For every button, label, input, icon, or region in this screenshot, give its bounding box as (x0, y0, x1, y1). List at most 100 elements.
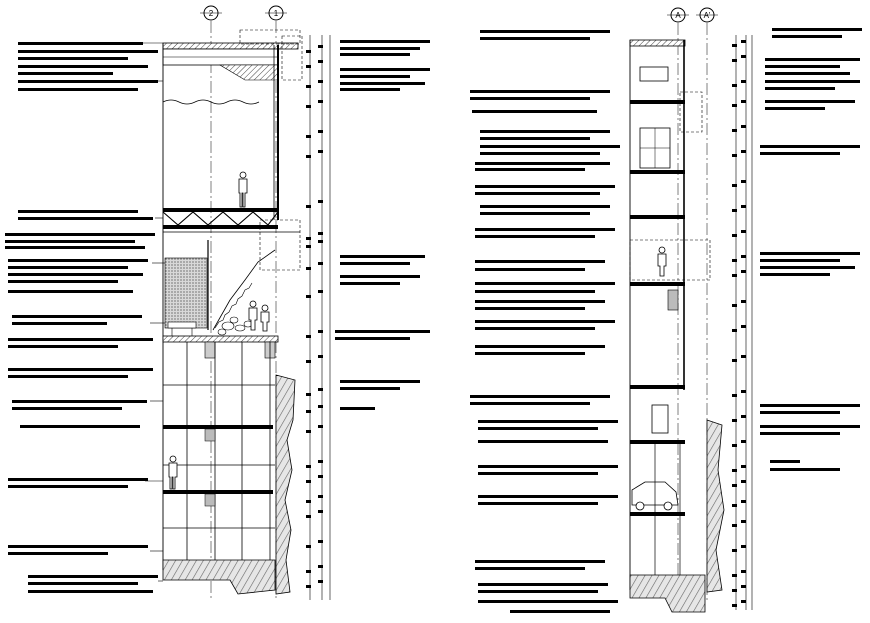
annotation-right (340, 380, 420, 383)
dimension-tick (741, 325, 746, 328)
dimension-tick (732, 394, 737, 397)
dimension-tick (306, 295, 311, 298)
masonry-wall (164, 257, 208, 329)
dimension-tick (306, 570, 311, 573)
dimension-tick (306, 155, 311, 158)
window-upper (639, 66, 669, 82)
annotation-left-right-section (480, 152, 600, 155)
annotation-left-right-section (478, 502, 598, 505)
dimension-tick (306, 267, 311, 270)
glazed-facade (163, 342, 275, 560)
grid-marker-a-prime: A' (696, 7, 718, 23)
annotation-right-right-section (760, 152, 840, 155)
dimension-tick (741, 355, 746, 358)
annotation-left (8, 259, 148, 262)
dimension-tick (318, 130, 323, 133)
person-figure-right (657, 246, 667, 277)
dimension-tick (306, 545, 311, 548)
annotation-right (340, 47, 420, 50)
annotation-right (340, 262, 410, 265)
dimension-tick (732, 234, 737, 237)
dimension-tick (732, 444, 737, 447)
dimension-tick (732, 484, 737, 487)
dimension-tick (306, 105, 311, 108)
dimension-tick (318, 232, 323, 235)
dimension-tick (306, 515, 311, 518)
annotation-left (18, 80, 158, 83)
dimension-ticks (306, 40, 746, 607)
dimension-tick (318, 405, 323, 408)
annotation-left (8, 545, 148, 548)
annotation-left-right-section (480, 130, 610, 133)
grid-marker-1: 1 (265, 5, 287, 21)
dimension-tick (732, 84, 737, 87)
people-group (248, 300, 270, 332)
annotation-right-right-section (765, 107, 825, 110)
dimension-tick (306, 360, 311, 363)
dimension-tick (732, 329, 737, 332)
annotation-left-right-section (470, 90, 610, 93)
annotation-right (340, 40, 430, 43)
annotation-left-right-section (510, 610, 610, 613)
furniture (167, 321, 197, 336)
annotation-right (340, 407, 375, 410)
annotation-right-right-section (760, 273, 830, 276)
dimension-tick (741, 465, 746, 468)
dimension-tick (306, 245, 311, 248)
annotation-left-right-section (480, 145, 620, 148)
rock-fill (217, 316, 253, 336)
annotation-right (340, 387, 400, 390)
ground-slab (162, 335, 279, 343)
annotation-left-right-section (470, 402, 590, 405)
foundation-right (629, 574, 706, 613)
dimension-tick (306, 410, 311, 413)
annotation-right (340, 68, 430, 71)
annotation-right-right-section (765, 100, 855, 103)
annotation-left-right-section (475, 327, 595, 330)
annotation-left-right-section (478, 465, 618, 468)
annotation-left-right-section (480, 30, 610, 33)
dimension-tick (732, 604, 737, 607)
annotation-right (340, 88, 400, 91)
annotation-left (12, 322, 107, 325)
dimension-tick (741, 40, 746, 43)
grid-marker-2: 2 (200, 5, 222, 21)
dimension-tick (306, 430, 311, 433)
annotation-left-right-section (478, 600, 618, 603)
annotation-left-right-section (475, 290, 595, 293)
annotation-right-right-section (760, 404, 860, 407)
dimension-tick (318, 200, 323, 203)
annotation-right-right-section (765, 87, 835, 90)
dimension-tick (732, 504, 737, 507)
dimension-tick (318, 565, 323, 568)
annotation-left (8, 266, 128, 269)
dimension-tick (306, 237, 311, 240)
dimension-tick (741, 570, 746, 573)
annotation-left (20, 425, 140, 428)
door-panel (651, 404, 669, 434)
dimension-tick (318, 495, 323, 498)
dimension-tick (732, 154, 737, 157)
annotation-right-right-section (760, 411, 840, 414)
dimension-tick (741, 180, 746, 183)
annotation-left-right-section (478, 440, 608, 443)
annotation-right-right-section (772, 35, 842, 38)
dimension-tick (306, 500, 311, 503)
annotation-left (8, 375, 128, 378)
dimension-tick (318, 510, 323, 513)
person-figure-lower (168, 455, 178, 490)
dimension-tick (732, 129, 737, 132)
annotation-left-right-section (475, 352, 585, 355)
dimension-tick (741, 55, 746, 58)
annotation-right-right-section (772, 28, 862, 31)
dimension-tick (741, 80, 746, 83)
dimension-tick (306, 205, 311, 208)
annotation-left-right-section (478, 495, 618, 498)
annotation-right-right-section (760, 145, 860, 148)
annotation-left-right-section (480, 37, 590, 40)
dimension-tick (318, 262, 323, 265)
annotation-right-right-section (765, 65, 840, 68)
annotation-left (28, 590, 153, 593)
annotation-right-right-section (770, 460, 800, 463)
foundation (162, 559, 276, 595)
